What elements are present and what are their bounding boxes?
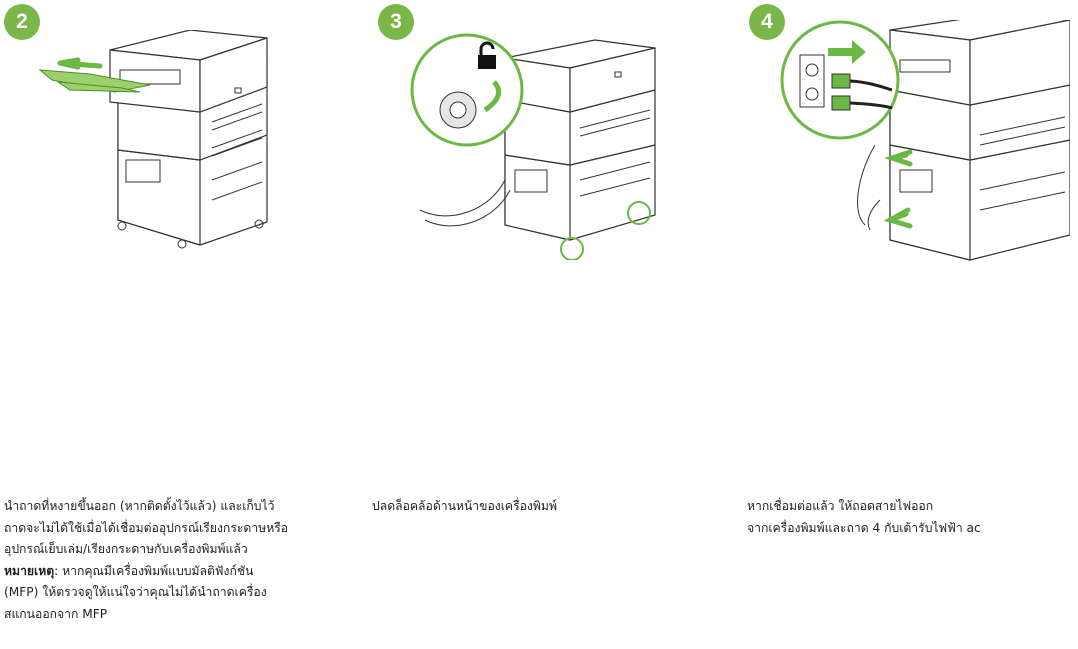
- step-3-text: ปลดล็อคล้อด้านหน้าของเครื่องพิมพ์: [372, 496, 702, 518]
- step-3-line-1: ปลดล็อคล้อด้านหน้าของเครื่องพิมพ์: [372, 496, 702, 518]
- step-2-note-line-2: (MFP) ให้ตรวจดูให้แน่ใจว่าคุณไม่ได้นำถาด…: [4, 582, 334, 604]
- note-line-1: : หากคุณมีเครื่องพิมพ์แบบมัลติฟังก์ชัน: [54, 564, 253, 578]
- step-4-line-2: จากเครื่องพิมพ์และถาด 4 กับเต้ารับไฟฟ้า …: [747, 518, 1067, 540]
- step-4-text: หากเชื่อมต่อแล้ว ให้ถอดสายไฟออก จากเครื่…: [747, 496, 1067, 539]
- step-4-line-1: หากเชื่อมต่อแล้ว ให้ถอดสายไฟออก: [747, 496, 1067, 518]
- step-3-badge: 3: [378, 4, 414, 40]
- note-label: หมายเหตุ: [4, 564, 54, 578]
- step-2-line-2: ถาดจะไม่ได้ใช้เมื่อได้เชื่อมต่ออุปกรณ์เร…: [4, 518, 334, 540]
- step-2-line-3: อุปกรณ์เย็บเล่ม/เรียงกระดาษกับเครื่องพิม…: [4, 539, 334, 561]
- step-2-illustration: [30, 30, 280, 250]
- step-3-illustration: [410, 30, 670, 260]
- step-2-note-line-3: สแกนออกจาก MFP: [4, 604, 334, 626]
- step-2-line-1: นำถาดที่หงายขึ้นออก (หากติดตั้งไว้แล้ว) …: [4, 496, 334, 518]
- step-2-note: หมายเหตุ: หากคุณมีเครื่องพิมพ์แบบมัลติฟั…: [4, 561, 334, 583]
- step-2-text: นำถาดที่หงายขึ้นออก (หากติดตั้งไว้แล้ว) …: [4, 496, 334, 625]
- step-4-illustration: [780, 20, 1070, 265]
